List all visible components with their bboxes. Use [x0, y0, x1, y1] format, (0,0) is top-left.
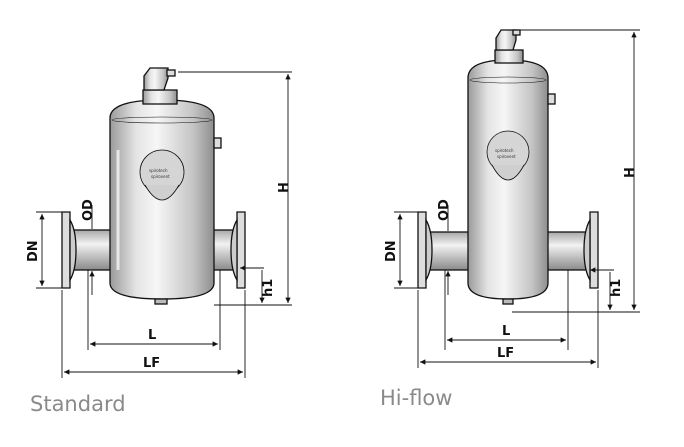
neck	[494, 49, 524, 64]
vent	[143, 67, 169, 91]
logo-text: spirotech	[149, 168, 168, 173]
left-flange	[61, 211, 71, 289]
left-pipe	[429, 231, 473, 271]
right-flange	[236, 211, 246, 289]
dim-LF: LF	[143, 356, 160, 371]
hiflow-dimensions	[394, 29, 640, 368]
dim-DN: DN	[384, 240, 399, 262]
dim-H: H	[623, 167, 638, 178]
standard-separator: spirotech spirovent	[61, 67, 246, 305]
logo-subtext: spirovent	[151, 174, 170, 179]
dim-OD: OD	[81, 199, 96, 221]
standard-dimensions	[36, 71, 292, 378]
neck	[142, 89, 178, 105]
caption-standard: Standard	[30, 392, 126, 416]
dim-h1: h1	[261, 279, 276, 297]
dim-LF: LF	[497, 346, 514, 361]
dim-L: L	[502, 324, 510, 339]
dim-H: H	[277, 182, 292, 193]
caption-hiflow: Hi-flow	[380, 386, 453, 410]
right-pipe	[544, 231, 591, 271]
dim-h1: h1	[609, 279, 624, 297]
logo-text: spirotech	[495, 148, 514, 153]
dim-OD: OD	[437, 199, 452, 221]
logo-subtext: spirovent	[497, 154, 516, 159]
dim-DN: DN	[26, 240, 41, 262]
hiflow-separator: spirotech spirovent	[417, 29, 599, 305]
left-pipe	[73, 229, 115, 271]
left-flange	[417, 211, 427, 289]
right-flange	[589, 211, 599, 289]
dim-L: L	[148, 328, 156, 343]
